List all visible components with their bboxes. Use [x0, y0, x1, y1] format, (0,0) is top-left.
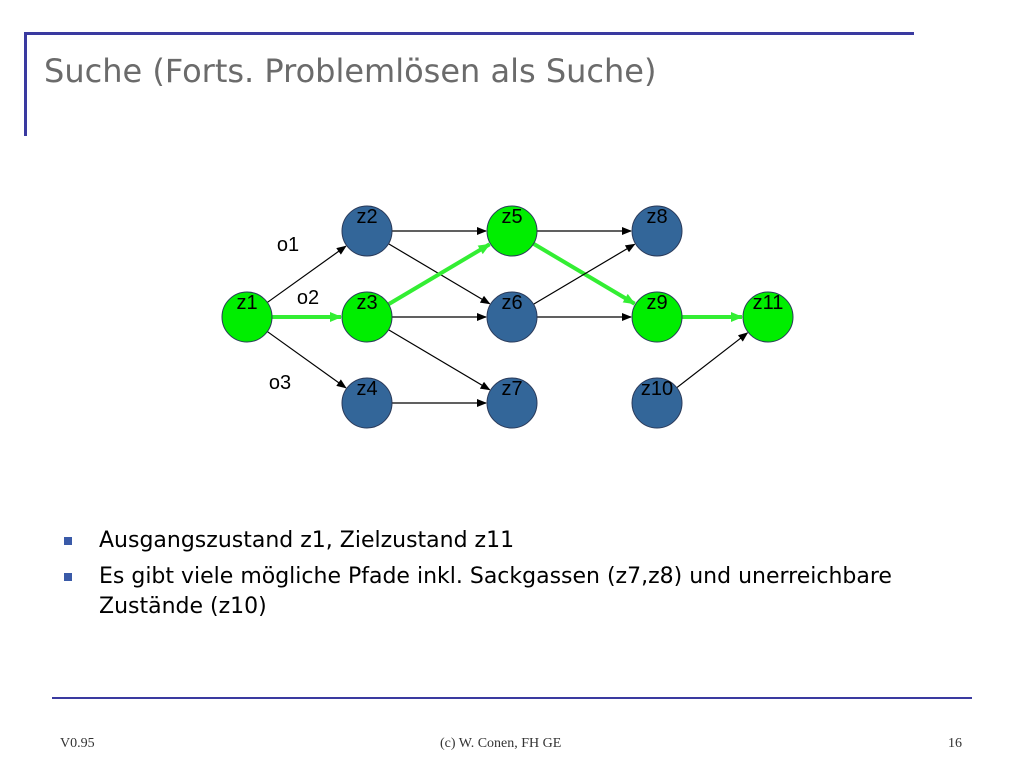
state-circle	[631, 205, 683, 257]
bullet-item: Es gibt viele mögliche Pfade inkl. Sackg…	[64, 562, 964, 622]
edge-label-o2: o2	[297, 287, 319, 309]
state-circle	[221, 291, 273, 343]
state-node-z11: z11	[742, 291, 794, 343]
edge-label-o3: o3	[269, 372, 291, 394]
state-label: z5	[501, 206, 522, 228]
bullet-item: Ausgangszustand z1, Zielzustand z11	[64, 526, 964, 556]
edge-layer	[266, 227, 749, 407]
edge-z6-z8	[533, 243, 636, 305]
state-node-z9: z9	[631, 291, 683, 343]
state-circle	[341, 291, 393, 343]
footer-rule	[52, 697, 972, 699]
state-label: z9	[646, 292, 667, 314]
state-node-z6: z6	[486, 291, 538, 343]
state-circle	[486, 205, 538, 257]
state-circle	[631, 291, 683, 343]
state-label: z3	[356, 292, 377, 314]
bullet-text: Es gibt viele mögliche Pfade inkl. Sackg…	[99, 564, 892, 619]
state-node-z8: z8	[631, 205, 683, 257]
edge-z1-z2	[266, 245, 347, 303]
state-node-z7: z7	[486, 377, 538, 429]
state-label: z1	[236, 292, 257, 314]
state-circle	[742, 291, 794, 343]
state-label: z10	[641, 378, 673, 400]
edge-z3-z7	[388, 329, 491, 391]
state-label: z2	[356, 206, 377, 228]
footer-page-number: 16	[948, 736, 962, 751]
state-node-z1: z1	[221, 291, 273, 343]
title-frame-top-rule	[24, 32, 914, 35]
footer-version: V0.95	[60, 736, 95, 751]
state-circle	[631, 377, 683, 429]
state-node-z5: z5	[486, 205, 538, 257]
edge-label-o1: o1	[277, 234, 299, 256]
node-layer: z1 z2 z3 z4 z5 z6 z7 z8 z9 z10 z11	[221, 205, 794, 429]
edge-z3-z5-highlighted	[387, 242, 491, 306]
state-node-z3: z3	[341, 291, 393, 343]
square-bullet-icon	[64, 537, 72, 545]
square-bullet-icon	[64, 573, 72, 581]
state-node-z2: z2	[341, 205, 393, 257]
edge-z1-z4	[266, 331, 347, 389]
state-node-z4: z4	[341, 377, 393, 429]
state-circle	[486, 377, 538, 429]
slide-title: Suche (Forts. Problemlösen als Suche)	[44, 52, 657, 90]
bullet-text: Ausgangszustand z1, Zielzustand z11	[99, 528, 515, 553]
state-label: z8	[646, 206, 667, 228]
state-circle	[486, 291, 538, 343]
state-label: z6	[501, 292, 522, 314]
state-label: z11	[753, 292, 784, 314]
edge-label-layer: o1 o2 o3	[269, 234, 319, 394]
state-circle	[341, 205, 393, 257]
footer-copyright: (c) W. Conen, FH GE	[440, 736, 562, 751]
bullet-list: Ausgangszustand z1, Zielzustand z11 Es g…	[64, 526, 964, 628]
state-circle	[341, 377, 393, 429]
title-frame-left-rule	[24, 32, 27, 136]
state-label: z7	[501, 378, 522, 400]
state-node-z10: z10	[631, 377, 683, 429]
state-label: z4	[356, 378, 377, 400]
edge-z10-z11	[676, 332, 749, 389]
